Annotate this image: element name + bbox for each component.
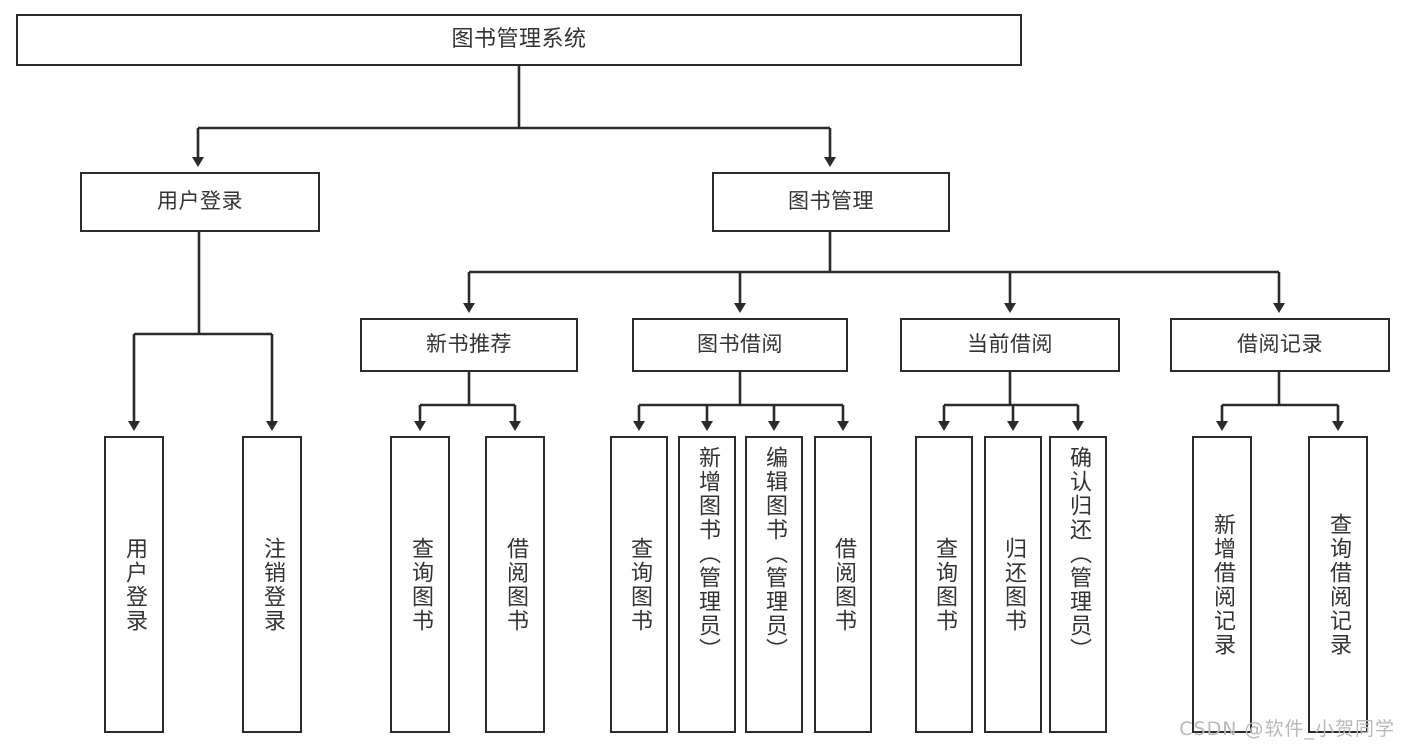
node-root-system[interactable]: 图书管理系统 xyxy=(16,14,1022,66)
leaf-query-borrow-record[interactable]: 查询借阅记录 xyxy=(1308,436,1368,733)
node-label: 借阅图书 xyxy=(831,536,856,633)
leaf-add-borrow-record[interactable]: 新增借阅记录 xyxy=(1192,436,1252,733)
node-label: 确认归还（管理员） xyxy=(1066,446,1091,662)
node-label: 编辑图书（管理员） xyxy=(762,446,787,662)
node-label: 图书管理系统 xyxy=(451,26,587,52)
leaf-borrow-book-rec[interactable]: 借阅图书 xyxy=(485,436,545,733)
node-label: 图书管理 xyxy=(788,189,874,214)
node-book-borrow[interactable]: 图书借阅 xyxy=(632,318,848,372)
leaf-query-book-borrow[interactable]: 查询图书 xyxy=(610,436,668,733)
node-user-login[interactable]: 用户登录 xyxy=(80,172,320,232)
leaf-logout-login[interactable]: 注销登录 xyxy=(242,436,302,733)
node-label: 新增图书（管理员） xyxy=(695,446,720,662)
node-label: 注销登录 xyxy=(260,536,285,633)
node-label: 查询图书 xyxy=(627,536,652,633)
node-current-borrow[interactable]: 当前借阅 xyxy=(900,318,1120,372)
leaf-query-book-rec[interactable]: 查询图书 xyxy=(390,436,450,733)
leaf-confirm-return-admin[interactable]: 确认归还（管理员） xyxy=(1049,436,1107,733)
node-label: 图书借阅 xyxy=(697,332,783,357)
node-label: 查询借阅记录 xyxy=(1326,512,1351,657)
node-label: 借阅图书 xyxy=(503,536,528,633)
node-label: 用户登录 xyxy=(157,189,243,214)
node-label: 用户登录 xyxy=(122,536,147,633)
node-label: 新书推荐 xyxy=(426,332,512,357)
leaf-borrow-book[interactable]: 借阅图书 xyxy=(814,436,872,733)
leaf-add-book-admin[interactable]: 新增图书（管理员） xyxy=(678,436,736,733)
leaf-edit-book-admin[interactable]: 编辑图书（管理员） xyxy=(745,436,803,733)
node-label: 归还图书 xyxy=(1001,536,1026,633)
node-new-book-recommend[interactable]: 新书推荐 xyxy=(360,318,578,372)
node-label: 查询图书 xyxy=(408,536,433,633)
node-label: 新增借阅记录 xyxy=(1210,512,1235,657)
node-book-manage[interactable]: 图书管理 xyxy=(712,172,950,232)
leaf-return-book[interactable]: 归还图书 xyxy=(984,436,1042,733)
node-label: 查询图书 xyxy=(932,536,957,633)
node-label: 当前借阅 xyxy=(967,332,1053,357)
watermark-text: CSDN @软件_小贺同学 xyxy=(1179,718,1395,740)
node-label: 借阅记录 xyxy=(1237,332,1323,357)
leaf-user-login[interactable]: 用户登录 xyxy=(104,436,164,733)
leaf-query-book-current[interactable]: 查询图书 xyxy=(915,436,973,733)
node-borrow-record[interactable]: 借阅记录 xyxy=(1170,318,1390,372)
